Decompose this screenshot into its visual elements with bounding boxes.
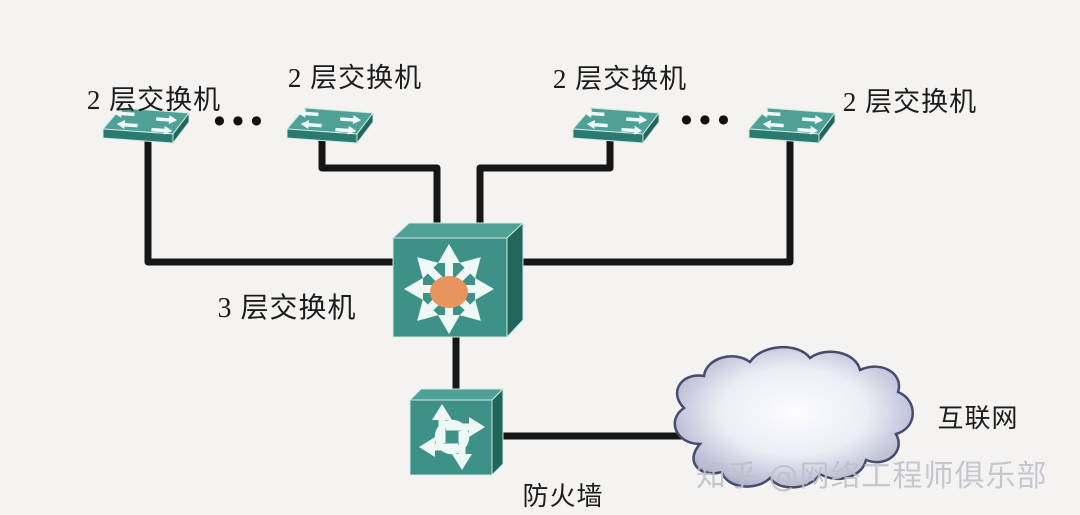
layer2-switch-4-icon — [748, 107, 836, 144]
edge-l2switch3-l3switch — [476, 138, 614, 243]
edge-l2switch2-l3switch — [318, 138, 441, 243]
label-internet: 互联网 — [937, 404, 1019, 433]
label-layer3-switch: 3 层交换机 — [217, 293, 357, 324]
layer2-switch-3-icon — [572, 107, 660, 144]
layer2-switch-2-icon — [286, 107, 374, 144]
label-layer2-switch-1: 2 层交换机 — [86, 85, 222, 115]
edge-l2switch4-l3switch — [512, 138, 794, 266]
starburst-orange-core — [430, 276, 468, 308]
label-layer2-switch-2: 2 层交换机 — [287, 63, 423, 93]
internet-cloud-icon — [673, 345, 914, 489]
label-layer2-switch-4: 2 层交换机 — [842, 87, 978, 117]
edge-l2switch1-l3switch — [144, 138, 397, 266]
layer3-switch-icon — [391, 221, 525, 339]
firewall-icon — [408, 387, 505, 477]
label-layer2-switch-3: 2 层交换机 — [552, 64, 688, 94]
ellipsis-right-icon: ●●● — [681, 112, 737, 126]
watermark: 知乎 @网络工程师俱乐部 — [696, 459, 1048, 494]
multilayer-starburst-icon — [404, 244, 494, 334]
ellipsis-left-icon: ●●● — [214, 113, 270, 127]
connection-lines — [144, 138, 794, 440]
router-pinwheel-icon — [419, 404, 485, 470]
label-firewall: 防火墙 — [522, 482, 604, 511]
